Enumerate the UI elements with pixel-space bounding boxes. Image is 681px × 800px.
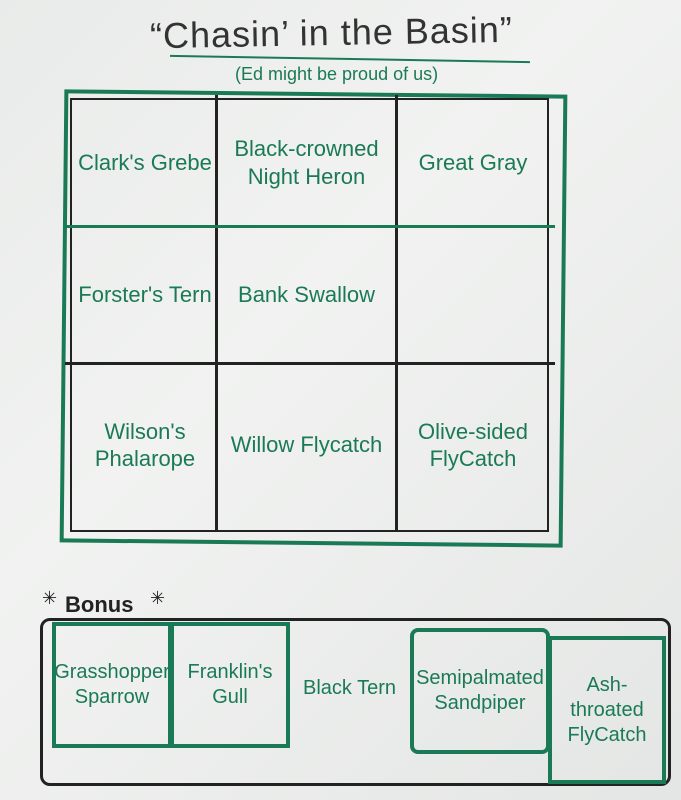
bingo-grid-inner: [70, 98, 549, 532]
bonus-cell: Franklin's Gull: [170, 622, 290, 748]
grid-divider: [65, 225, 555, 228]
board-title: “Chasin’ in the Basin”: [149, 8, 514, 57]
grid-cell: Olive-sided FlyCatch: [417, 418, 529, 472]
grid-cell: Willow Flycatch: [230, 432, 383, 458]
bonus-label: Bonus: [65, 592, 134, 617]
sparkle-icon: ✳: [150, 588, 166, 608]
grid-cell: Bank Swallow: [238, 282, 375, 308]
bonus-cell: Grasshopper Sparrow: [52, 622, 172, 748]
bonus-cell: Semipalmated Sandpiper: [410, 628, 550, 754]
grid-cell: [398, 228, 548, 362]
grid-divider: [65, 362, 555, 365]
bonus-cell: Ash-throated FlyCatch: [548, 636, 666, 784]
grid-cell: Wilson's Phalarope: [94, 418, 196, 472]
grid-cell: Great Gray: [418, 149, 528, 175]
grid-divider: [395, 95, 398, 530]
grid-cell: Clark's Grebe: [78, 149, 212, 175]
grid-cell: Forster's Tern: [78, 282, 212, 308]
bonus-box: [40, 618, 671, 786]
bonus-cell: Black Tern: [302, 676, 396, 699]
board-subtitle: (Ed might be proud of us): [235, 64, 439, 84]
title-underline: [170, 54, 530, 64]
sparkle-icon: ✳: [42, 588, 58, 608]
grid-divider: [215, 95, 218, 530]
grid-cell: Black-crowned Night Heron: [234, 136, 379, 189]
